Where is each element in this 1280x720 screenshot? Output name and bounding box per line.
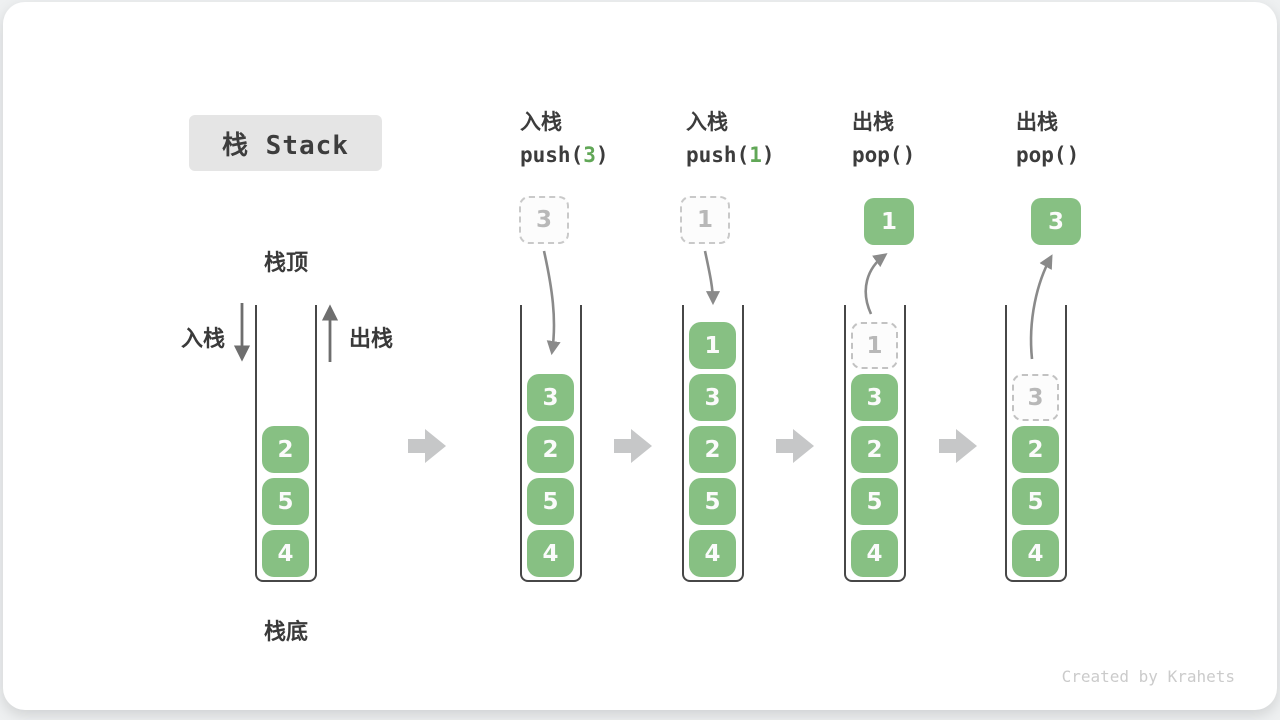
stack-item: 4 <box>262 530 309 577</box>
stack-item: 5 <box>851 478 898 525</box>
op-label-pop-3: 出栈 pop() <box>1016 108 1079 172</box>
op-label-pop-1: 出栈 pop() <box>852 108 915 172</box>
code-pre: push( <box>686 143 750 167</box>
code-pre: push( <box>520 143 584 167</box>
stack-item: 4 <box>1012 530 1059 577</box>
op-name: 出栈 <box>852 111 894 134</box>
stack-item: 5 <box>1012 478 1059 525</box>
stack-item: 4 <box>851 530 898 577</box>
op-name: 入栈 <box>686 111 728 134</box>
ghost-item: 3 <box>1012 374 1059 421</box>
stack-item: 1 <box>689 322 736 369</box>
push-label: 入栈 <box>180 326 225 351</box>
stack-item: 2 <box>851 426 898 473</box>
code-arg: 3 <box>583 143 596 167</box>
stack-item: 5 <box>262 478 309 525</box>
stack-item: 5 <box>689 478 736 525</box>
op-label-push-3: 入栈 push(3) <box>520 108 609 172</box>
stack-item: 2 <box>1012 426 1059 473</box>
floating-popped-item: 3 <box>1031 198 1081 245</box>
arrows-layer <box>233 250 1053 463</box>
code-post: ) <box>1066 143 1080 167</box>
next-step-arrow-icon <box>939 429 977 463</box>
op-code: pop() <box>1016 138 1079 172</box>
code-pre: pop( <box>1016 143 1067 167</box>
op-code: push(1) <box>686 138 775 172</box>
code-post: ) <box>902 143 916 167</box>
pop-label: 出栈 <box>348 326 393 351</box>
watermark: Created by Krahets <box>1061 667 1235 686</box>
push-curve-arrow-icon <box>703 250 721 306</box>
title-badge: 栈 Stack <box>189 115 382 171</box>
op-name: 出栈 <box>1016 111 1058 134</box>
op-name: 入栈 <box>520 111 562 134</box>
stack-item: 3 <box>527 374 574 421</box>
code-pre: pop( <box>852 143 903 167</box>
stack-item: 3 <box>851 374 898 421</box>
code-post: ) <box>595 143 609 167</box>
code-arg: 1 <box>749 143 762 167</box>
op-code: pop() <box>852 138 915 172</box>
op-code: push(3) <box>520 138 609 172</box>
stack-item: 4 <box>689 530 736 577</box>
stack-item: 2 <box>689 426 736 473</box>
stack-item: 5 <box>527 478 574 525</box>
code-post: ) <box>761 143 775 167</box>
stack-item: 2 <box>262 426 309 473</box>
stack-top-label: 栈顶 <box>263 250 308 275</box>
stack-item: 3 <box>689 374 736 421</box>
stack-item: 4 <box>527 530 574 577</box>
stack-item: 2 <box>527 426 574 473</box>
floating-popped-item: 1 <box>864 198 914 245</box>
diagram-card: 栈 Stack 入栈 push(3) 入栈 push(1) 出栈 pop() 出… <box>3 2 1277 710</box>
ghost-item: 1 <box>851 322 898 369</box>
title-text: 栈 Stack <box>222 130 349 161</box>
next-step-arrow-icon <box>614 429 652 463</box>
floating-push-item: 1 <box>680 196 730 244</box>
stack-bottom-label: 栈底 <box>263 619 308 644</box>
floating-push-item: 3 <box>519 196 569 244</box>
next-step-arrow-icon <box>408 429 446 463</box>
op-label-push-1: 入栈 push(1) <box>686 108 775 172</box>
next-step-arrow-icon <box>776 429 814 463</box>
